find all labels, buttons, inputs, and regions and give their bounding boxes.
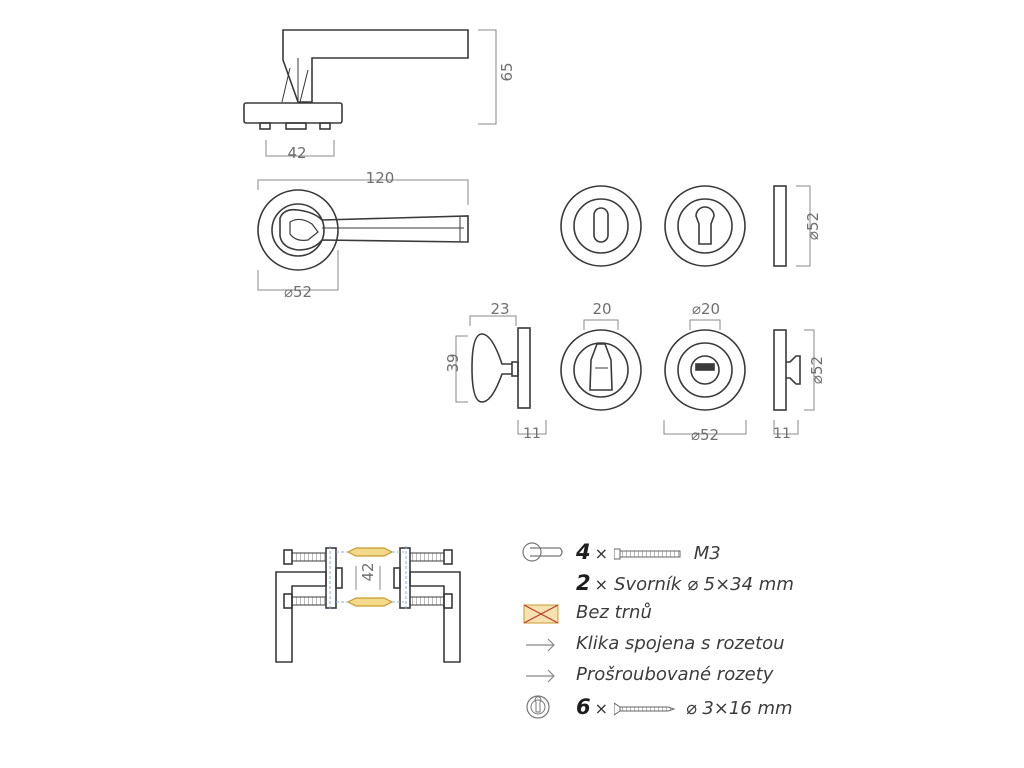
legend-row-lever-joined: Klika spojena s rozetou bbox=[520, 631, 840, 659]
dim-lever-rose-dia: ⌀52 bbox=[284, 283, 312, 301]
screw-m3-label: M3 bbox=[693, 543, 721, 564]
dim-lever-height: 65 bbox=[498, 62, 516, 81]
wc-dimensions bbox=[583, 319, 747, 435]
wood-screw-label: ⌀ 3×16 mm bbox=[685, 698, 793, 719]
dim-wc-side-dia: ⌀52 bbox=[808, 356, 826, 384]
dim-assembly-spacing: 42 bbox=[359, 562, 377, 581]
no-spindle-icon bbox=[523, 604, 559, 624]
legend-row-wood-screws: 6× ⌀ 3×16 mm bbox=[520, 693, 840, 721]
legend-row-bolts: 2× Svorník ⌀ 5×34 mm bbox=[520, 569, 840, 597]
times-sign: × bbox=[594, 575, 609, 594]
wood-screw-icon bbox=[614, 702, 676, 716]
cylinder-escutcheon bbox=[664, 185, 746, 267]
bolt-count: 2 bbox=[576, 571, 591, 595]
lever-rose-icon bbox=[522, 542, 563, 562]
dim-wc-turn-width: 20 bbox=[592, 300, 611, 318]
screw-m3-count: 4 bbox=[576, 540, 591, 564]
keyhole-escutcheon bbox=[560, 185, 642, 267]
assembly-section bbox=[275, 546, 461, 663]
wc-turn-front bbox=[560, 329, 642, 411]
knob-dimensions bbox=[455, 315, 547, 435]
lever-side-dimensions bbox=[265, 29, 497, 157]
arrow-right-icon bbox=[526, 669, 555, 683]
knob-side-view bbox=[471, 327, 531, 409]
no-spindle-label: Bez trnů bbox=[576, 602, 652, 623]
wc-side-dimensions bbox=[773, 329, 815, 435]
arrow-right-icon bbox=[526, 638, 555, 652]
dim-knob-depth: 23 bbox=[490, 300, 509, 318]
machine-screw-icon bbox=[614, 548, 681, 560]
dim-knob-height: 39 bbox=[444, 353, 462, 372]
escutcheon-side-view bbox=[773, 185, 787, 267]
dim-wc-indicator-dia: ⌀20 bbox=[692, 300, 720, 318]
wc-indicator-front bbox=[664, 329, 746, 411]
escutcheon-side-dimensions bbox=[796, 185, 811, 267]
times-sign: × bbox=[594, 699, 609, 718]
dim-escutcheon-dia: ⌀52 bbox=[804, 212, 822, 240]
dim-rose-spacing: 42 bbox=[287, 144, 306, 162]
legend-row-no-spindle: Bez trnů bbox=[520, 600, 840, 628]
legend-row-screwed-roses: Prošroubované rozety bbox=[520, 662, 840, 690]
dim-knob-rose-thickness: 11 bbox=[523, 426, 541, 442]
legend-row-screws-m3: 4× M3 bbox=[520, 538, 840, 566]
dim-lever-length: 120 bbox=[366, 169, 395, 187]
keyhole-rose-icon bbox=[526, 695, 550, 719]
times-sign: × bbox=[594, 544, 609, 563]
lever-front-dimensions bbox=[257, 179, 469, 291]
wc-side-view bbox=[773, 329, 801, 411]
dim-wc-rose-dia: ⌀52 bbox=[691, 426, 719, 444]
lever-front-view bbox=[257, 189, 469, 271]
lever-joined-label: Klika spojena s rozetou bbox=[576, 633, 785, 654]
screwed-roses-label: Prošroubované rozety bbox=[576, 664, 774, 685]
dim-wc-side-thickness: 11 bbox=[773, 426, 791, 442]
lever-side-view bbox=[243, 29, 469, 130]
bolt-label: Svorník ⌀ 5×34 mm bbox=[614, 574, 794, 595]
wood-screw-count: 6 bbox=[576, 695, 591, 719]
